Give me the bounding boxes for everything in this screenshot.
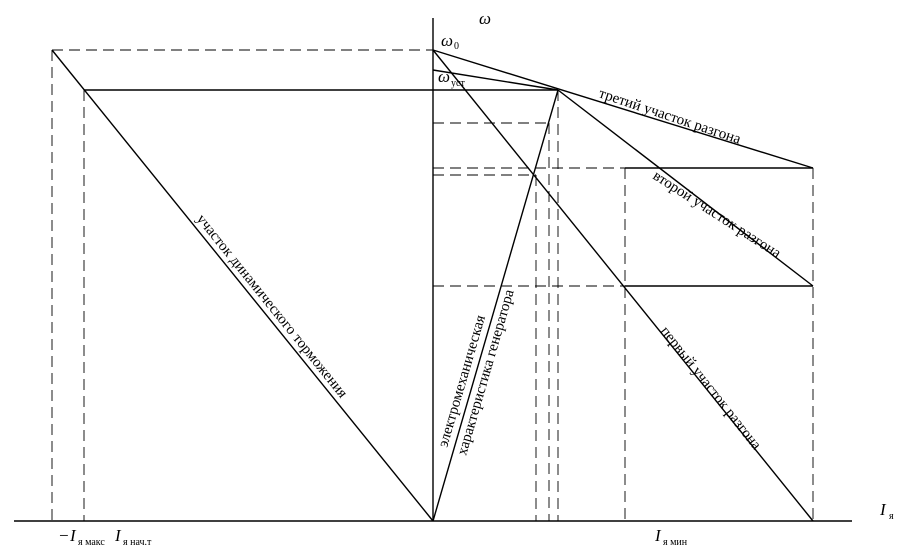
second-stage-label: второй участок разгона	[650, 168, 784, 262]
first-stage-label: первый участок разгона	[657, 324, 764, 454]
first-stage-line	[432, 49, 814, 522]
i-min-subscript: я мин	[663, 537, 688, 548]
braking-line	[51, 49, 434, 522]
second-stage-line	[557, 89, 814, 287]
i-max-prefix: −	[58, 526, 69, 545]
i-nach-subscript: я нач.т	[123, 537, 152, 548]
braking-stage-label: участок динамического торможения	[193, 211, 351, 401]
omega-ust-subscript: уст	[451, 78, 465, 89]
omega-ust-label: ω	[438, 67, 450, 86]
i-nach-label: I	[114, 526, 122, 545]
omega0-subscript: 0	[454, 41, 459, 52]
i-min-label: I	[654, 526, 662, 545]
omega-axis-label: ω	[479, 9, 491, 28]
current-axis-subscript: я	[889, 511, 894, 522]
third-stage-lower-line	[432, 69, 559, 91]
omega0-label: ω	[441, 31, 453, 50]
current-axis-label: I	[879, 500, 887, 519]
i-max-subscript: я макс	[78, 537, 105, 548]
i-max-label: I	[69, 526, 77, 545]
generator-characteristic-line	[432, 89, 559, 522]
third-stage-label: третий участок разгона	[597, 86, 743, 148]
third-stage-line	[432, 49, 814, 169]
